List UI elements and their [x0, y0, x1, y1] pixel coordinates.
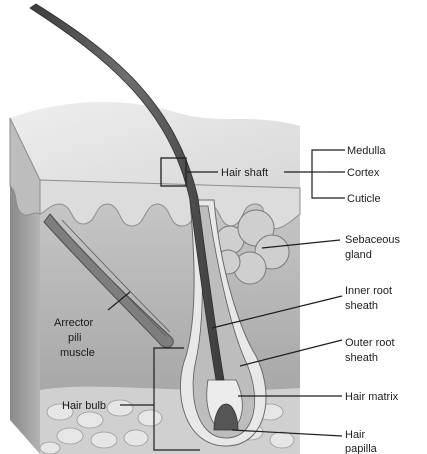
label-arrector-line3: muscle [60, 347, 95, 359]
label-inner-root-line1: Inner root [345, 285, 392, 297]
label-hair-matrix: Hair matrix [345, 391, 399, 403]
label-cuticle: Cuticle [347, 193, 381, 205]
label-arrector-line1: Arrector [54, 317, 93, 329]
label-hair-bulb: Hair bulb [62, 400, 106, 412]
label-sebaceous-line2: gland [345, 249, 372, 261]
label-cortex: Cortex [347, 167, 380, 179]
label-hair-papilla-line2: papilla [345, 443, 378, 454]
label-medulla: Medulla [347, 145, 386, 157]
label-inner-root-line2: sheath [345, 300, 378, 312]
label-sebaceous-line1: Sebaceous [345, 234, 401, 246]
label-hair-papilla-line1: Hair [345, 429, 366, 441]
label-outer-root-line1: Outer root [345, 337, 395, 349]
label-outer-root-line2: sheath [345, 352, 378, 364]
label-arrector-line2: pili [68, 332, 81, 344]
label-hair-shaft: Hair shaft [221, 167, 268, 179]
